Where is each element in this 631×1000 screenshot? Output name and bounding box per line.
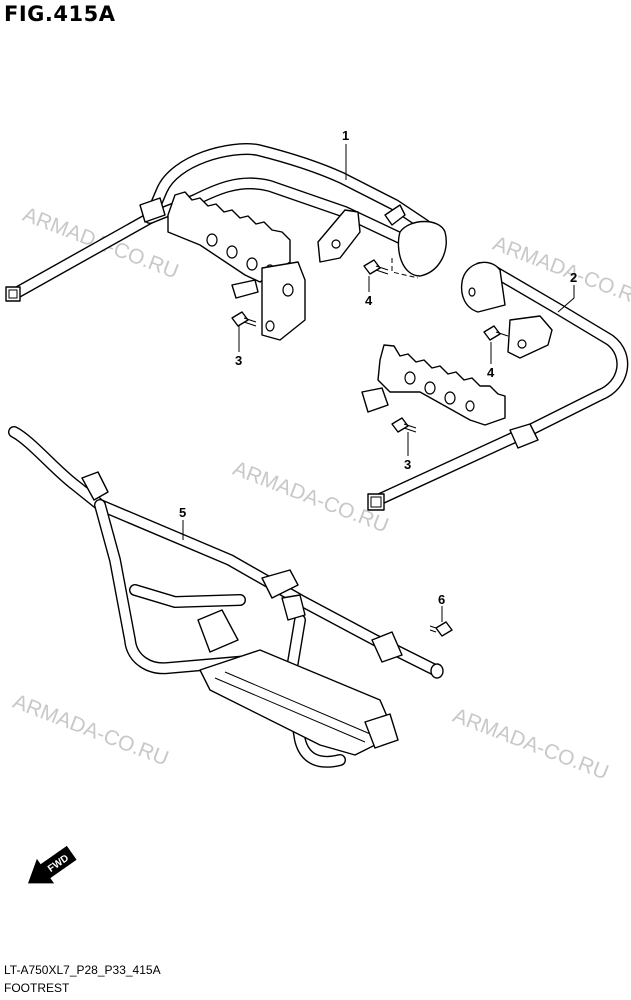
footrest-right-assembly[interactable] [361,261,629,511]
callout-1: 1 [342,128,349,143]
callout-6: 6 [438,592,445,607]
fwd-arrow-icon: FWD [27,845,77,884]
figure-title: FIG.415A [4,2,116,26]
bolt-4-right[interactable] [483,325,509,341]
figure-name: FOOTREST [4,981,70,995]
callout-4-left: 4 [365,293,373,308]
callout-5: 5 [179,505,186,520]
callout-3-left: 3 [235,353,242,368]
bolt-3-left[interactable] [231,311,257,327]
bolt-4-left[interactable] [363,259,389,275]
bolt-6[interactable] [429,621,453,637]
bolt-3-right[interactable] [391,417,417,433]
footrest-left-assembly[interactable] [5,143,447,341]
footrest-guard-bar[interactable] [8,426,444,768]
callout-3-right: 3 [404,457,411,472]
callout-2: 2 [570,270,577,285]
figure-code: LT-A750XL7_P28_P33_415A [4,963,161,977]
callout-4-right: 4 [487,365,495,380]
